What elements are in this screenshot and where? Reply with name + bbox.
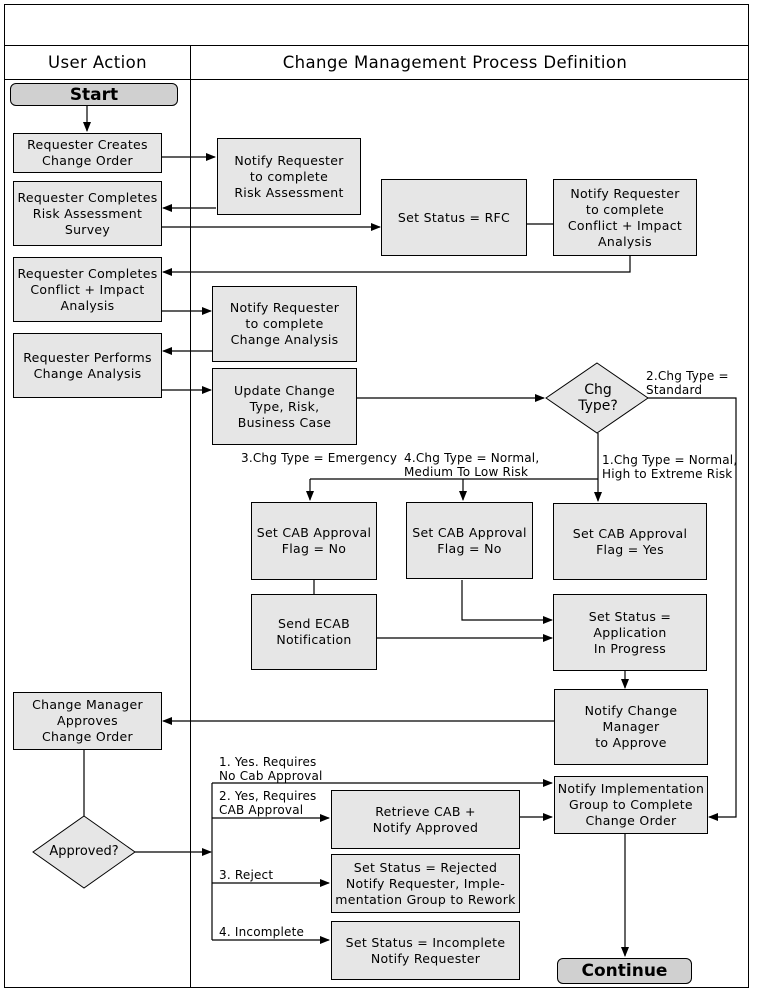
requester-performs-change-analysis: Requester Performs Change Analysis	[13, 333, 162, 398]
start-terminal: Start	[10, 83, 178, 106]
label-normal-high: 1.Chg Type = Normal, High to Extreme Ris…	[602, 453, 738, 481]
header-process-definition: Change Management Process Definition	[282, 53, 628, 72]
label-reject: 3. Reject	[219, 868, 274, 882]
update-change-type: Update Change Type, Risk, Business Case	[212, 368, 357, 445]
approved-decision-label: Approved?	[49, 844, 119, 859]
label-emergency: 3.Chg Type = Emergency	[241, 451, 398, 465]
set-status-incomplete: Set Status = Incomplete Notify Requester	[331, 921, 520, 980]
requester-completes-conflict-analysis: Requester Completes Conflict + Impact An…	[13, 257, 162, 322]
notify-change-manager: Notify Change Manager to Approve	[554, 689, 708, 765]
set-cab-flag-yes: Set CAB Approval Flag = Yes	[553, 503, 707, 580]
label-incomplete: 4. Incomplete	[219, 925, 305, 939]
chg-type-decision-label: Chg Type?	[578, 382, 618, 414]
label-standard: 2.Chg Type = Standard	[646, 369, 729, 397]
notify-implementation-group: Notify Implementation Group to Complete …	[554, 776, 708, 834]
label-normal-low: 4.Chg Type = Normal, Medium To Low Risk	[404, 451, 540, 479]
notify-risk-assessment: Notify Requester to complete Risk Assess…	[217, 138, 361, 215]
label-yes-cab: 2. Yes, Requires CAB Approval	[219, 789, 317, 817]
header-user-action: User Action	[48, 53, 147, 72]
requester-creates-change-order: Requester Creates Change Order	[13, 133, 162, 173]
set-cab-flag-no-normal: Set CAB Approval Flag = No	[406, 502, 533, 579]
set-cab-flag-no-emergency: Set CAB Approval Flag = No	[251, 502, 377, 580]
chg-type-diamond	[545, 362, 649, 434]
retrieve-cab-notify-approved: Retrieve CAB + Notify Approved	[331, 790, 520, 849]
continue-terminal: Continue	[557, 958, 692, 984]
requester-completes-risk-assessment: Requester Completes Risk Assessment Surv…	[13, 181, 162, 246]
set-status-rejected: Set Status = Rejected Notify Requester, …	[331, 854, 520, 913]
send-ecab-notification: Send ECAB Notification	[251, 594, 377, 670]
notify-change-analysis: Notify Requester to complete Change Anal…	[212, 286, 357, 362]
approved-diamond	[32, 815, 136, 889]
label-yes-no-cab: 1. Yes. Requires No Cab Approval	[219, 755, 323, 783]
change-manager-approves: Change Manager Approves Change Order	[13, 692, 162, 750]
set-status-in-progress: Set Status = Application In Progress	[553, 594, 707, 671]
set-status-rfc: Set Status = RFC	[381, 179, 527, 256]
notify-conflict-analysis: Notify Requester to complete Conflict + …	[553, 179, 697, 256]
